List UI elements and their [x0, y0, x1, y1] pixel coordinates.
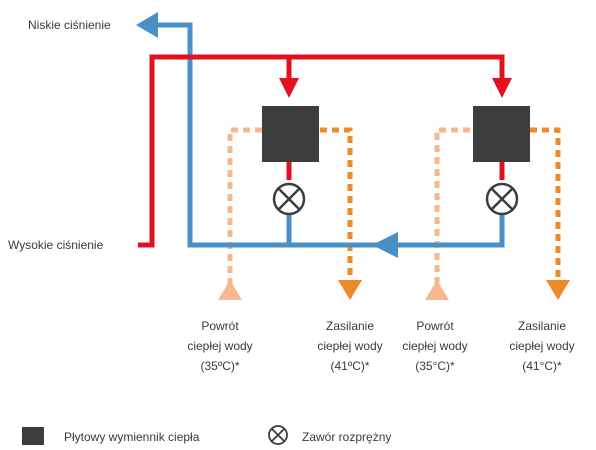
high-pressure-arrow-2	[492, 78, 512, 98]
water-supply-line-2	[530, 127, 570, 300]
low-pressure-label: Niskie ciśnienie	[28, 18, 111, 32]
legend-valve-icon	[268, 425, 288, 445]
caption-line: ciepłej wody	[402, 339, 468, 353]
legend-heat-exchanger-swatch	[22, 427, 44, 445]
caption-line: Powrót	[201, 319, 239, 333]
expansion-valve-1	[272, 182, 306, 222]
legend-valve-label: Zawór rozprężny	[302, 430, 392, 444]
high-pressure-label: Wysokie ciśnienie	[8, 238, 104, 252]
caption-line: Zasilanie	[517, 319, 567, 333]
caption-line: (41°C)*	[522, 359, 562, 373]
water-return-line-1	[218, 127, 262, 300]
flow-direction-arrow	[372, 232, 398, 258]
caption-line: ciepłej wody	[317, 339, 383, 353]
caption-supply-2: Zasilanie ciepłej wody (41°C)*	[490, 316, 594, 376]
caption-line: Zasilanie	[325, 319, 375, 333]
caption-line: ciepłej wody	[509, 339, 575, 353]
legend-heat-exchanger-label: Płytowy wymiennik ciepła	[64, 430, 200, 444]
caption-line: ciepłej wody	[187, 339, 253, 353]
high-pressure-arrow-1	[279, 78, 299, 98]
caption-line: Powrót	[416, 319, 454, 333]
caption-return-1: Powrót ciepłej wody (35ºC)*	[160, 316, 280, 376]
caption-line: (41ºC)*	[330, 359, 370, 373]
heat-exchanger-2	[473, 106, 530, 162]
caption-return-2: Powrót ciepłej wody (35°C)*	[375, 316, 495, 376]
high-pressure-line	[138, 54, 512, 248]
low-pressure-arrow	[136, 12, 158, 38]
caption-line: (35°C)*	[415, 359, 455, 373]
expansion-valve-2	[485, 182, 519, 222]
heat-exchanger-1	[262, 106, 319, 162]
low-pressure-line	[136, 12, 505, 258]
water-supply-line-1	[320, 127, 362, 300]
caption-line: (35ºC)*	[200, 359, 240, 373]
caption-supply-1: Zasilanie ciepłej wody (41ºC)*	[290, 316, 410, 376]
water-return-line-2	[425, 127, 470, 300]
